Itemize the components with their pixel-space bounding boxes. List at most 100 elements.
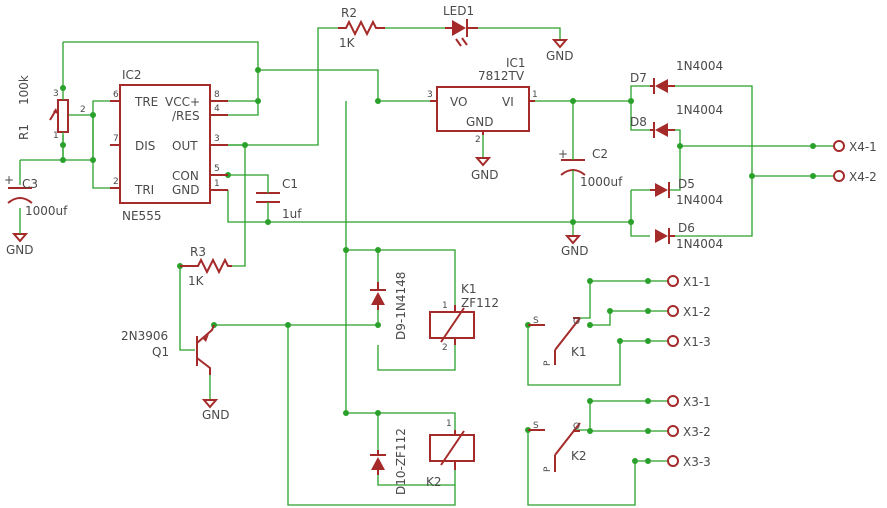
d8-ref: D8 [630,115,647,129]
c2-plus: + [558,147,568,161]
relay-k2-coil: 1 K2 [426,419,475,489]
gnd-ic1-label: GND [471,168,499,182]
gnd-q1: GND [201,399,230,422]
ic2-pin3-num: 3 [214,134,220,144]
led1: LED1 [443,4,478,47]
ic2-pin-res: /RES [172,109,200,123]
diode-d5: D5 1N4004 [650,177,723,207]
diode-d8: D8 1N4004 [630,103,723,138]
ic2-pin8-num: 8 [214,90,220,100]
gnd-c2: GND [561,235,589,258]
d8-value: 1N4004 [676,103,723,117]
ic2-pin6-num: 6 [113,90,119,100]
gnd-c3-label: GND [6,243,34,257]
d6-ref: D6 [678,221,695,235]
capacitor-c2: + C2 1000uf [558,147,623,189]
terminal-x3-3: X3-3 [648,455,711,469]
terminal-x3-2: X3-2 [648,425,711,439]
ic1-pin-gnd: GND [466,115,494,129]
k1-pin2: 2 [442,343,448,353]
ic1-pin-vi: VI [502,95,514,109]
d9-label: D9-1N4148 [394,272,408,340]
q1-ref: Q1 [152,345,169,359]
q1-part: 2N3906 [121,329,168,343]
c1-value: 1uf [282,207,302,221]
d7-value: 1N4004 [676,59,723,73]
c3-ref: C3 [22,177,38,191]
ic2-name: IC2 [122,68,142,82]
c1-ref: C1 [282,177,298,191]
d5-value: 1N4004 [676,193,723,207]
gnd-c3: GND [6,222,34,257]
terminal-x4-1: X4-1 [833,140,877,154]
resistor-r3: R3 1K [180,245,232,288]
k1-coil-part: ZF112 [461,296,499,310]
terminal-x1-1-label: X1-1 [683,275,711,289]
r1-pin1: 1 [53,131,59,141]
ic2-pin2-num: 2 [113,177,119,187]
resistor-r1: 3 2 1 R1 100k [17,75,86,145]
gnd-ic1: GND [471,157,499,182]
terminal-x1-3-label: X1-3 [683,335,711,349]
gnd-c2-label: GND [561,244,589,258]
r3-value: 1K [188,274,205,288]
k2-pin1: 1 [446,419,452,429]
k1-switch-o: O [573,317,580,327]
ic2-pin-con: CON [172,169,199,183]
k1-coil-ref: K1 [461,282,477,296]
ic2-pin-vcc: VCC+ [165,95,200,109]
led1-ref: LED1 [443,4,474,18]
capacitor-c1: C1 1uf [256,177,302,221]
ic2-pin-tri: TRI [134,183,154,197]
d10-label: D10-ZF112 [394,428,408,495]
ic2-pin5-num: 5 [214,164,220,174]
terminal-x4-2-label: X4-2 [849,170,877,184]
ic1-pin1: 1 [532,90,538,100]
r1-ref: R1 [17,124,31,140]
gnd-led: GND [546,39,574,63]
gnd-led-label: GND [546,49,574,63]
ic2-part: NE555 [122,209,161,223]
k1-pin1: 1 [442,301,448,311]
c3-plus: + [4,173,14,187]
c2-value: 1000uf [580,175,623,189]
diode-d9: D9-1N4148 [370,272,408,340]
d5-ref: D5 [678,177,695,191]
relay-k2-switch: S O P K2 [528,421,587,472]
d7-ref: D7 [630,71,647,85]
r2-ref: R2 [341,6,357,20]
r1-pin2: 2 [80,105,86,115]
diode-d7: D7 1N4004 [630,59,723,94]
terminal-x1-1: X1-1 [648,275,711,289]
gnd-q1-label: GND [202,408,230,422]
ic2-ne555: IC2 NE555 TRE VCC+ /RES DIS OUT CON TRI … [110,68,228,223]
k2-switch-s: S [533,421,539,431]
terminal-x1-2: X1-2 [648,305,711,319]
terminal-x1-3: X1-3 [648,335,711,349]
ic1-pin2: 2 [475,135,481,145]
ic2-pin7-num: 7 [113,134,119,144]
ic1-part: 7812TV [478,69,525,83]
terminal-x3-2-label: X3-2 [683,425,711,439]
c3-value: 1000uf [25,204,68,218]
resistor-r2: R2 1K [338,6,385,50]
ic1-regulator: IC1 7812TV VO VI GND 3 1 2 [427,56,538,145]
ic1-name: IC1 [506,56,526,70]
ic2-pin-gnd: GND [172,183,200,197]
terminal-x4-2: X4-2 [833,170,877,184]
transistor-q1: 2N3906 Q1 [121,324,215,375]
k2-switch-ref: K2 [571,449,587,463]
relay-k1-switch: S O P K1 [528,316,587,366]
k2-switch-p: P [543,466,553,472]
terminal-x3-3-label: X3-3 [683,455,711,469]
terminal-x3-1: X3-1 [648,395,711,409]
terminal-x1-2-label: X1-2 [683,305,711,319]
terminal-x3-1-label: X3-1 [683,395,711,409]
c2-ref: C2 [592,147,608,161]
ic2-pin-out: OUT [172,139,198,153]
k1-switch-s: S [533,316,539,326]
r1-pin3: 3 [53,89,59,99]
r3-ref: R3 [190,245,206,259]
k1-switch-ref: K1 [571,345,587,359]
